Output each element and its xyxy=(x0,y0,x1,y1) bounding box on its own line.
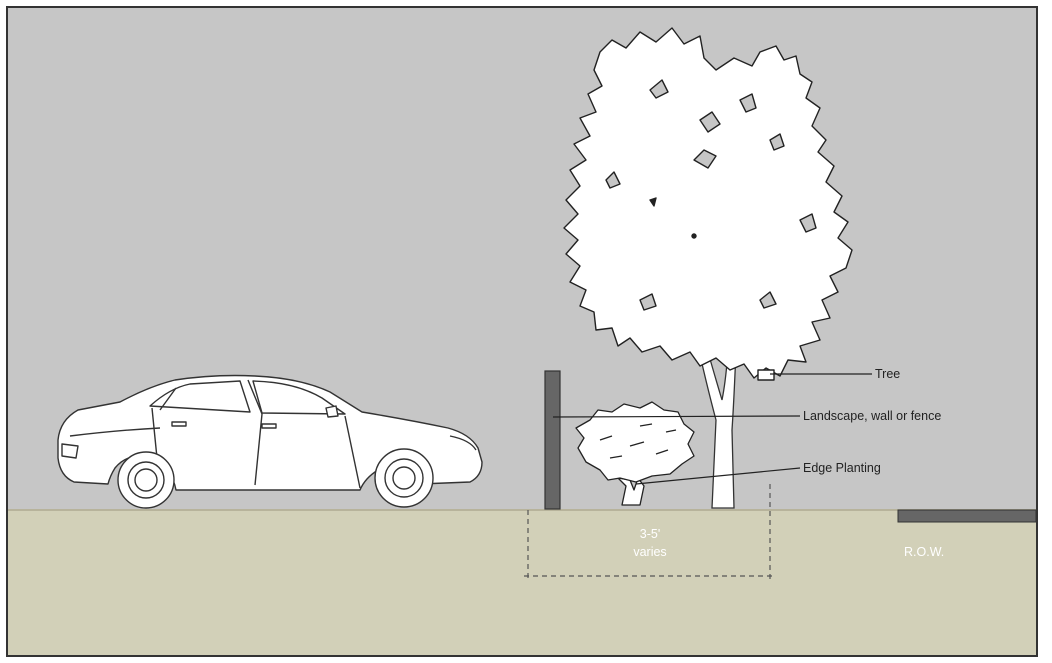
wall-leader xyxy=(552,415,801,418)
ground-area xyxy=(8,510,1036,655)
shrub-illustration xyxy=(575,401,695,506)
leader-lines xyxy=(552,373,872,485)
tree-trunk xyxy=(699,349,737,509)
car-front-wheel xyxy=(117,451,175,509)
planting-label: Edge Planting xyxy=(803,461,881,475)
tree-canopy xyxy=(563,27,853,381)
wall-label: Landscape, wall or fence xyxy=(803,409,941,423)
diagram-border xyxy=(6,6,1038,657)
row-label: R.O.W. xyxy=(904,545,944,559)
dimension-line2: varies xyxy=(633,545,666,559)
dimension-bracket xyxy=(524,484,774,582)
row-bar xyxy=(897,509,1037,523)
car-rear-wheel xyxy=(374,448,434,508)
planting-leader xyxy=(635,467,801,485)
dimension-line1: 3-5' xyxy=(640,527,660,541)
tree-label: Tree xyxy=(875,367,900,381)
wall-post xyxy=(544,370,561,510)
